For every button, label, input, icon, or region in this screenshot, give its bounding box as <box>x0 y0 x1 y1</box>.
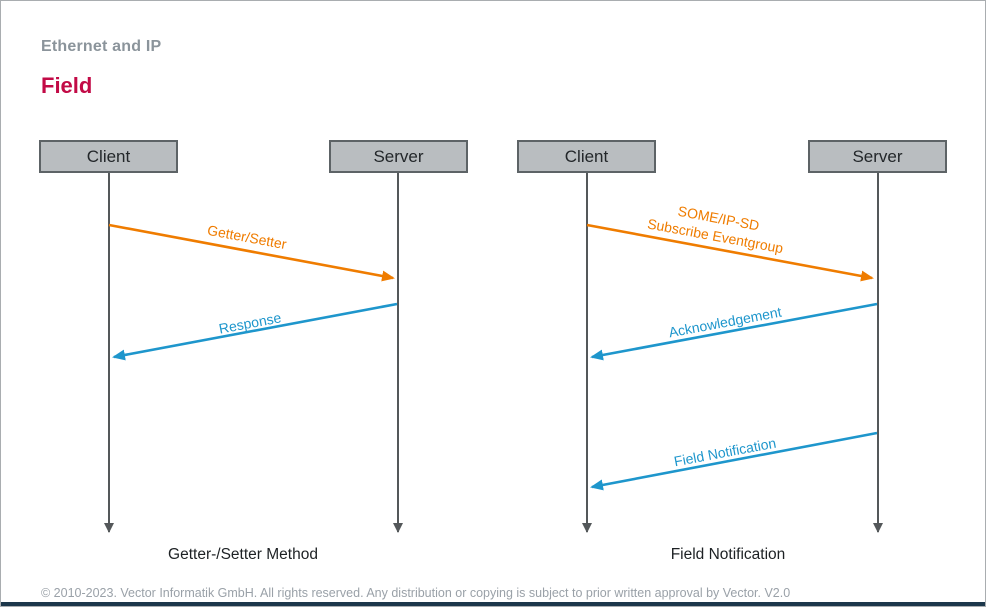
page-subtitle: Ethernet and IP <box>41 38 162 55</box>
diagram-caption-field-notification: Field Notification <box>670 546 786 563</box>
message-arrow-response <box>112 302 398 361</box>
actor-label: Client <box>86 146 131 166</box>
page-title: Field <box>41 73 93 98</box>
diagram-caption-getter-setter-method: Getter-/Setter Method <box>168 546 318 563</box>
message-arrow-field-notification <box>590 431 878 491</box>
message-arrow-subscribe-eventgroup <box>586 223 874 282</box>
message-arrow-acknowledgement <box>590 302 878 361</box>
actor-box-client-right: Client <box>517 140 656 173</box>
actor-box-client-left: Client <box>39 140 178 173</box>
actor-label: Server <box>373 146 424 166</box>
bottom-accent-bar <box>1 602 985 606</box>
actor-label: Client <box>564 146 609 166</box>
message-arrow-getter-setter <box>108 223 395 282</box>
actor-label: Server <box>852 146 903 166</box>
actor-box-server-left: Server <box>329 140 468 173</box>
actor-box-server-right: Server <box>808 140 947 173</box>
footer-copyright: © 2010-2023. Vector Informatik GmbH. All… <box>41 586 791 600</box>
